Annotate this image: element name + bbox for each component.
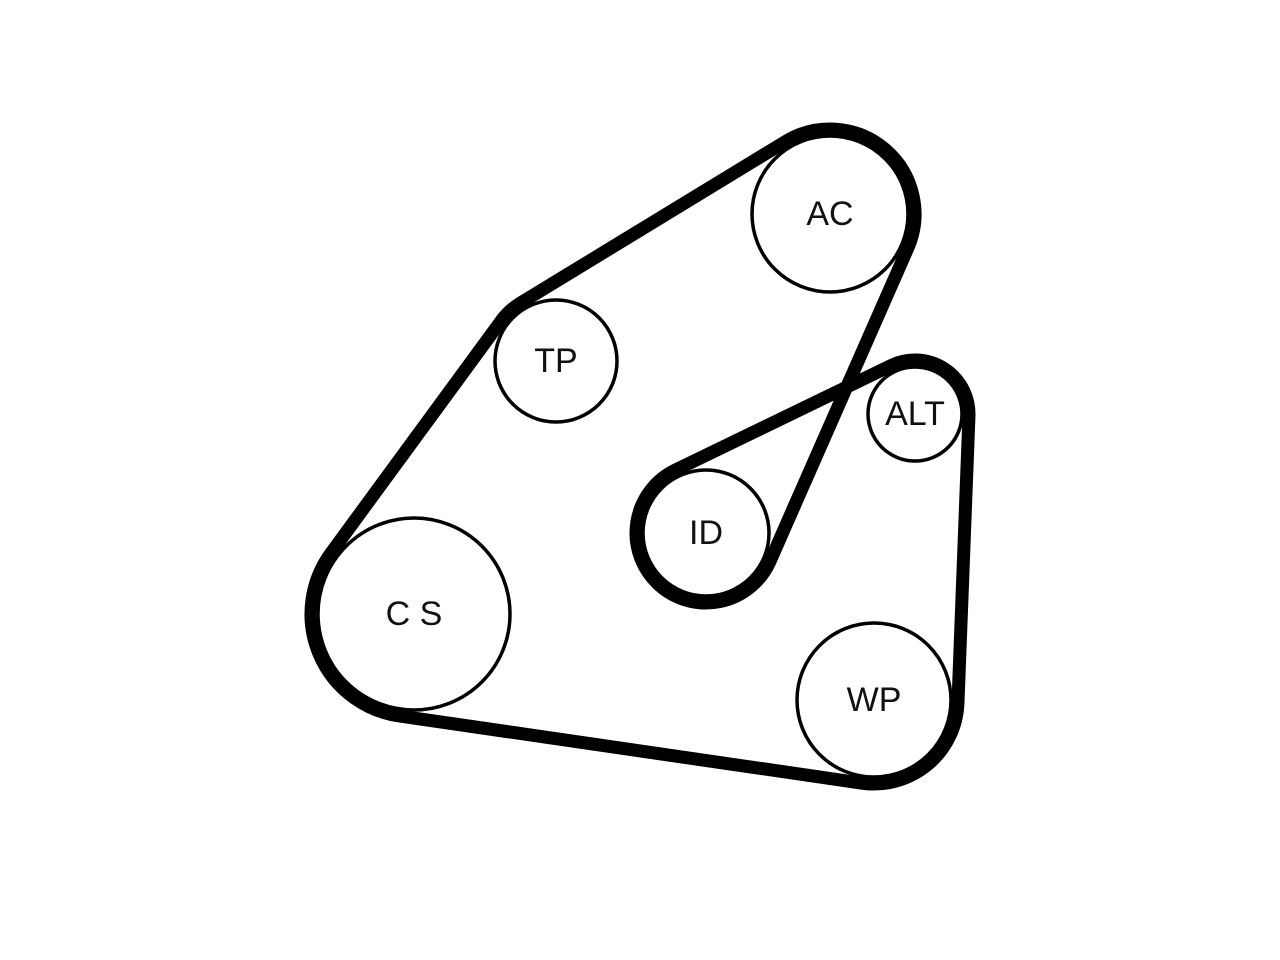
pulley-id-label: ID (689, 514, 723, 552)
pulley-cs-label: C S (386, 595, 443, 633)
pulley-wp-circle (795, 621, 953, 779)
pulley-tp: TP (493, 298, 619, 424)
pulley-ac-circle (750, 134, 910, 294)
pulley-ac-label: AC (806, 195, 853, 233)
pulley-alt: ALT (866, 365, 964, 463)
pulley-wp: WP (795, 621, 953, 779)
pulley-id: ID (641, 468, 771, 598)
pulley-ac: AC (750, 134, 910, 294)
pulley-tp-label: TP (534, 342, 577, 380)
pulley-id-circle (641, 468, 771, 598)
pulley-wp-label: WP (847, 681, 902, 719)
pulley-tp-circle (493, 298, 619, 424)
pulley-cs-circle (316, 516, 512, 712)
serpentine-belt (304, 122, 976, 791)
pulley-cs: C S (316, 516, 512, 712)
pulley-alt-label: ALT (885, 395, 945, 433)
pulley-alt-circle (866, 365, 964, 463)
